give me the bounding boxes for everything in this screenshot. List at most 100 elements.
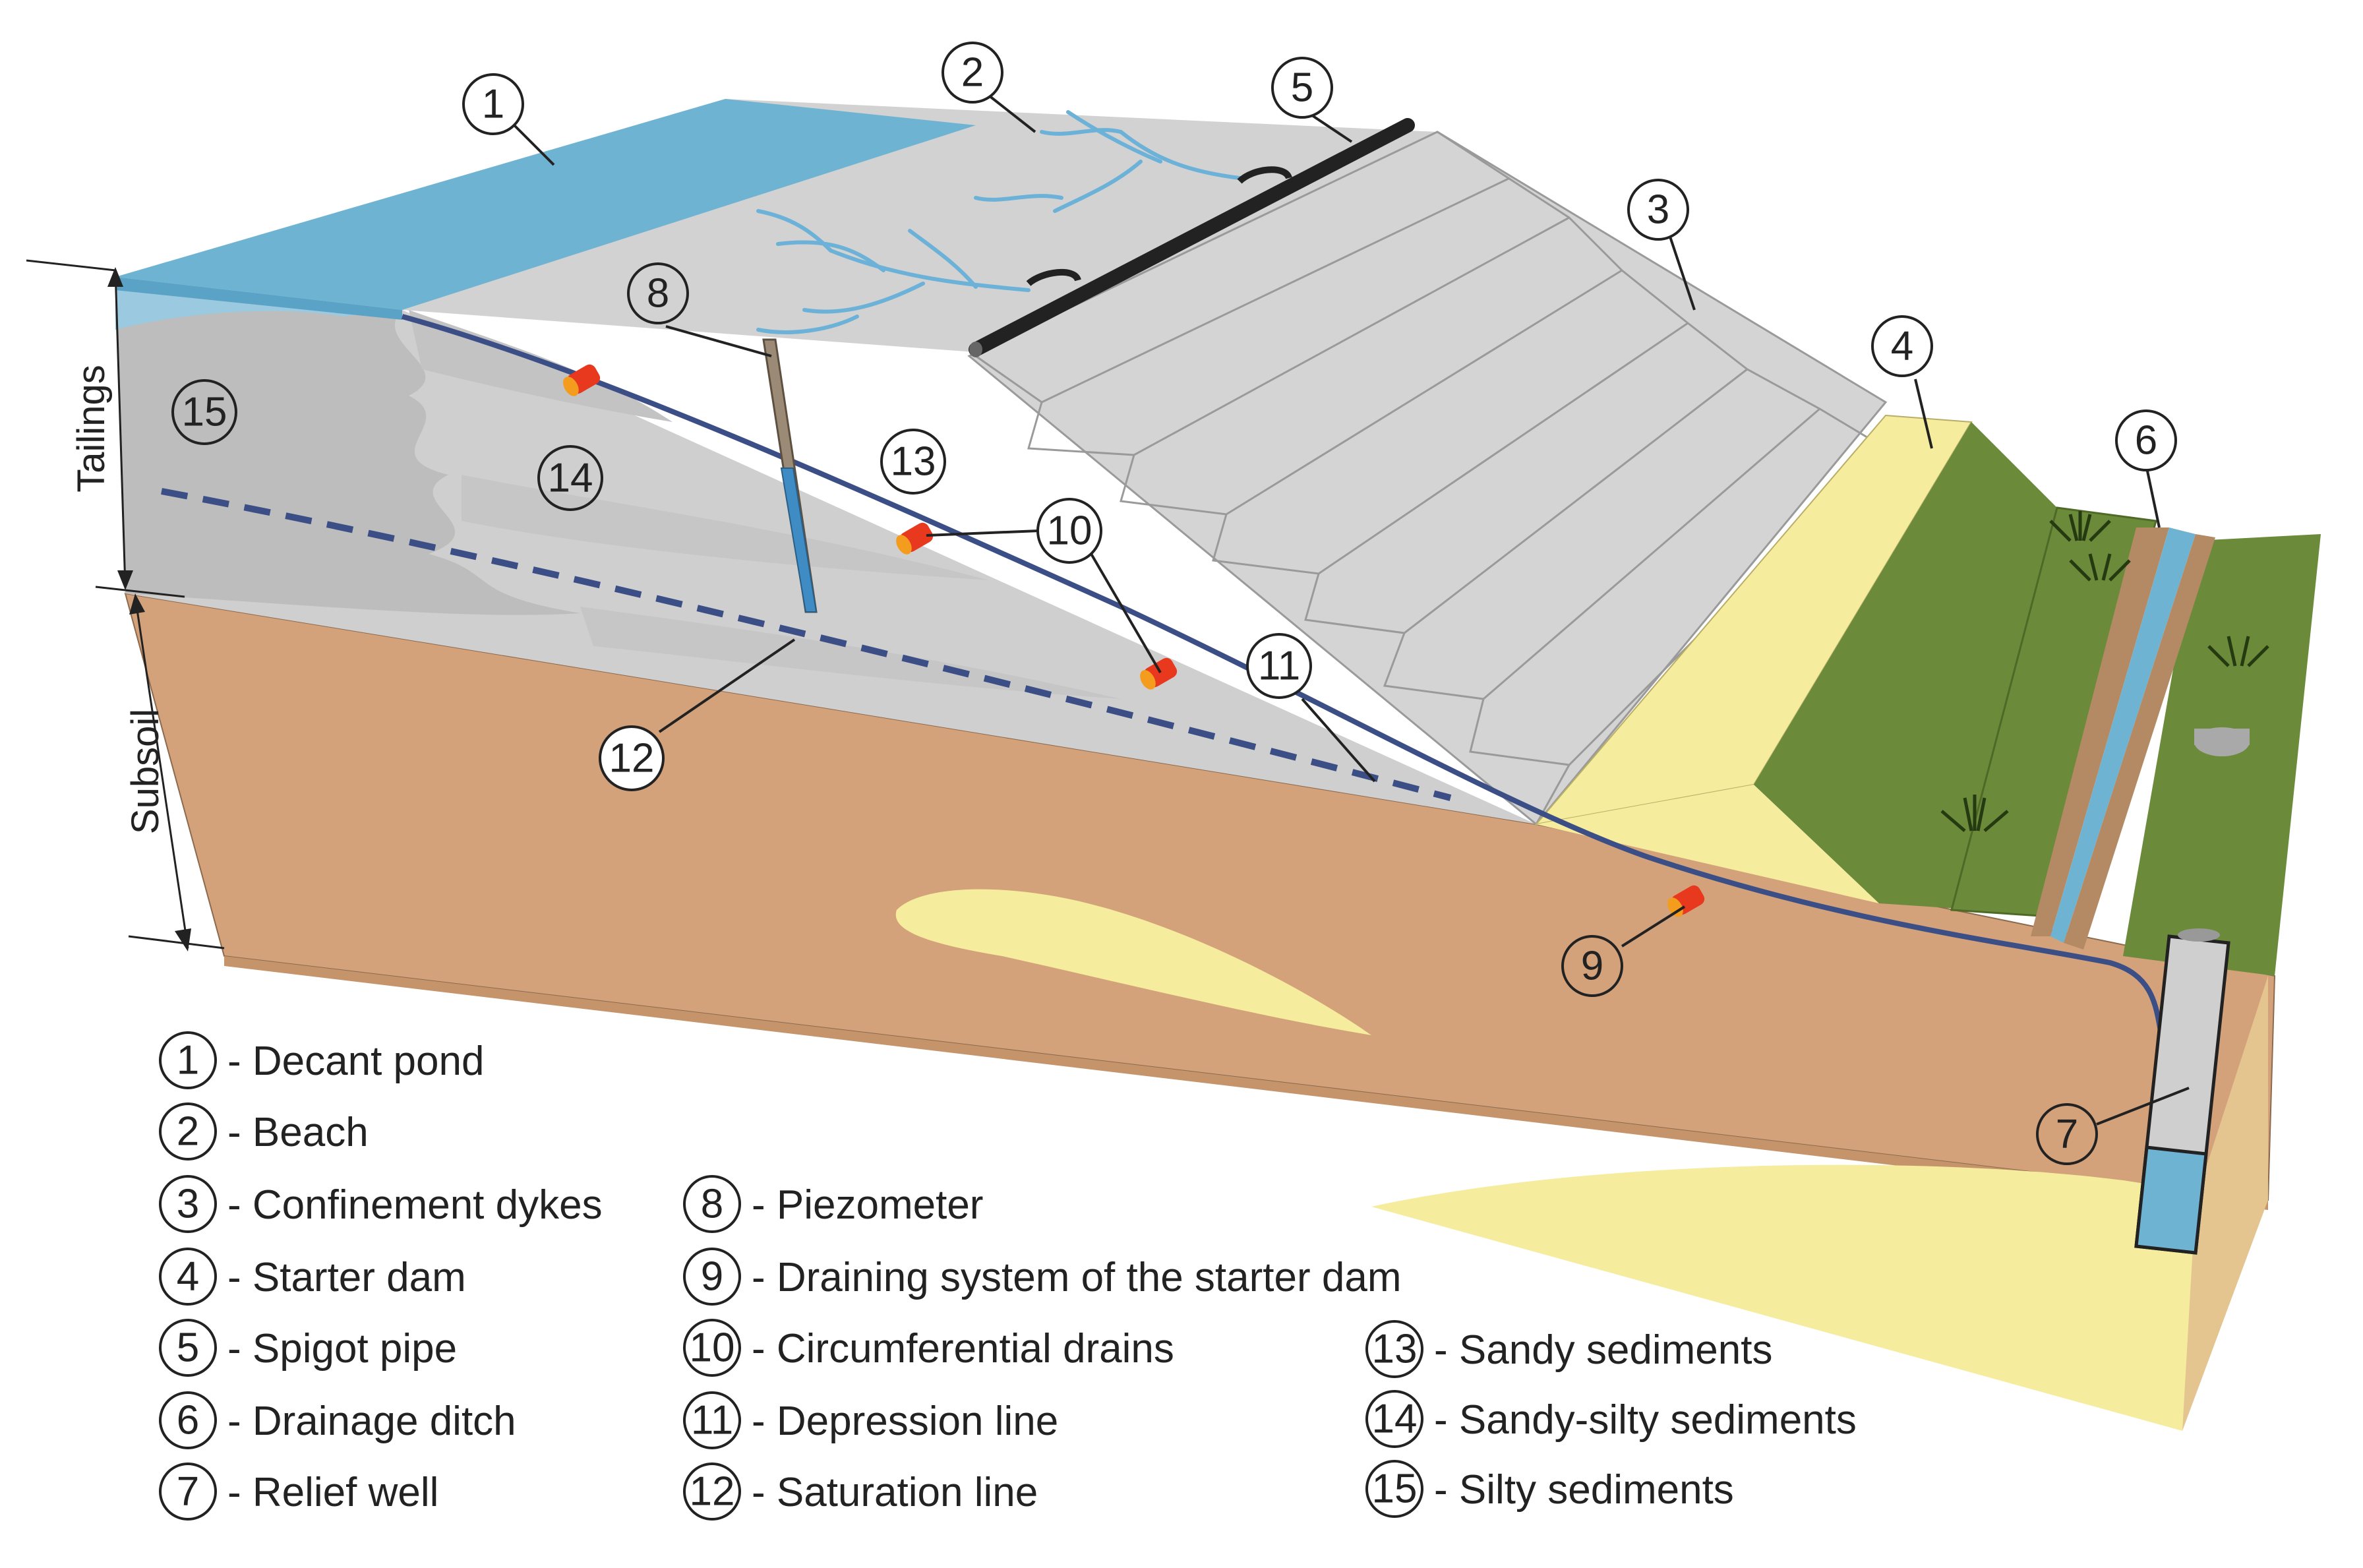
svg-text:1: 1 [177, 1038, 199, 1083]
sand-lens [895, 889, 1371, 1035]
ground-surface [1754, 422, 2321, 976]
confinement-dykes [967, 131, 1888, 826]
subsoil-label: Subsoil [124, 709, 167, 834]
svg-text:13: 13 [891, 439, 936, 485]
legend: 1 - Decant pond 2 - Beach 3 - Confinement d… [159, 1031, 1857, 1521]
layer-dimensions: Tailings Subsoil [26, 259, 225, 951]
svg-text:- Drainage ditch: - Drainage ditch [227, 1399, 516, 1444]
svg-text:8: 8 [647, 271, 669, 317]
svg-text:11: 11 [691, 1398, 733, 1443]
svg-text:7: 7 [2056, 1112, 2078, 1157]
svg-text:9: 9 [701, 1254, 723, 1300]
svg-text:13: 13 [1372, 1327, 1418, 1372]
svg-text:- Piezometer: - Piezometer [752, 1182, 983, 1228]
saturation-line [161, 488, 1452, 801]
callout-7: 7 [2036, 1103, 2098, 1165]
svg-text:4: 4 [177, 1254, 199, 1300]
svg-text:- Depression line: - Depression line [752, 1399, 1058, 1444]
svg-text:- Starter dam: - Starter dam [227, 1255, 466, 1300]
svg-text:14: 14 [548, 456, 593, 501]
svg-text:- Saturation line: - Saturation line [752, 1470, 1038, 1515]
svg-text:10: 10 [690, 1325, 735, 1371]
legend-item-8: 8 - Piezometer [683, 1175, 983, 1233]
circumferential-drains [563, 364, 1705, 917]
svg-text:11: 11 [1258, 644, 1300, 689]
legend-item-5: 5 - Spigot pipe [159, 1319, 457, 1377]
callout-12: 12 [599, 725, 665, 791]
svg-text:- Beach: - Beach [227, 1110, 369, 1155]
svg-text:- Confinement dykes: - Confinement dykes [227, 1182, 603, 1228]
legend-item-2: 2 - Beach [159, 1102, 369, 1161]
svg-text:15: 15 [182, 390, 227, 435]
callout-6: 6 [2115, 409, 2177, 471]
svg-text:7: 7 [177, 1469, 199, 1515]
drainage-ditch [2050, 528, 2196, 943]
callout-11: 11 [1246, 633, 1312, 699]
svg-text:- Decant pond: - Decant pond [227, 1039, 484, 1084]
svg-text:12: 12 [609, 736, 655, 781]
svg-text:12: 12 [690, 1469, 735, 1515]
legend-item-12: 12 - Saturation line [683, 1462, 1038, 1521]
legend-item-15: 15 - Silty sediments [1365, 1460, 1734, 1518]
tailings-label: Tailings [70, 365, 113, 492]
callout-4: 4 [1871, 315, 1933, 377]
callouts: 1 2 5 3 4 6 7 8 9 10 11 12 13 14 15 [171, 42, 2177, 1165]
subsoil-layer [124, 592, 2276, 1431]
callout-9: 9 [1561, 935, 1623, 997]
svg-text:5: 5 [1291, 65, 1313, 111]
decant-pond [115, 99, 976, 310]
svg-text:1: 1 [482, 82, 504, 127]
callout-5: 5 [1271, 57, 1333, 119]
svg-text:- Relief well: - Relief well [227, 1470, 438, 1515]
sand-bottom [1371, 1164, 2209, 1431]
svg-text:8: 8 [701, 1182, 723, 1227]
legend-item-14: 14 - Sandy-silty sediments [1365, 1390, 1857, 1448]
svg-text:- Silty sediments: - Silty sediments [1434, 1467, 1734, 1513]
callout-13: 13 [880, 429, 946, 495]
relief-well [2134, 928, 2230, 1255]
depression-line [401, 314, 2165, 1042]
svg-text:10: 10 [1047, 508, 1092, 554]
svg-text:15: 15 [1372, 1466, 1418, 1512]
svg-text:- Sandy sediments: - Sandy sediments [1434, 1327, 1772, 1373]
svg-text:4: 4 [1891, 324, 1913, 369]
starter-dam-drain [1667, 885, 1705, 917]
subsoil-right-face [2182, 976, 2268, 1431]
spigot-pipe [969, 118, 1415, 357]
piezometer [762, 338, 818, 613]
svg-text:5: 5 [177, 1325, 199, 1371]
svg-text:- Sandy-silty sediments: - Sandy-silty sediments [1434, 1397, 1857, 1443]
callout-2: 2 [942, 42, 1003, 104]
svg-text:6: 6 [177, 1398, 199, 1443]
svg-text:14: 14 [1372, 1397, 1418, 1442]
vegetation-tufts [1940, 511, 2269, 832]
legend-item-11: 11 - Depression line [683, 1391, 1058, 1449]
callout-8: 8 [627, 262, 689, 324]
silty-sediments [115, 277, 580, 615]
legend-item-7: 7 - Relief well [159, 1462, 438, 1521]
beach-channels [756, 110, 1241, 334]
svg-text:3: 3 [1647, 187, 1669, 233]
leader-lines [513, 94, 2190, 1126]
legend-item-9: 9 - Draining system of the starter dam [683, 1248, 1401, 1306]
legend-item-10: 10 - Circumferential drains [683, 1319, 1174, 1377]
top-surface [115, 99, 1437, 356]
svg-text:- Draining system of the start: - Draining system of the starter dam [752, 1255, 1401, 1300]
callout-15: 15 [171, 379, 237, 445]
svg-text:- Circumferential drains: - Circumferential drains [752, 1326, 1174, 1372]
svg-text:- Spigot pipe: - Spigot pipe [227, 1326, 457, 1372]
svg-text:3: 3 [177, 1182, 199, 1227]
callout-3: 3 [1627, 179, 1689, 241]
legend-item-4: 4 - Starter dam [159, 1248, 466, 1306]
callout-10: 10 [1036, 498, 1102, 564]
legend-item-6: 6 - Drainage ditch [159, 1391, 516, 1449]
svg-text:9: 9 [1581, 944, 1603, 989]
svg-text:6: 6 [2135, 418, 2157, 464]
svg-text:2: 2 [177, 1109, 199, 1155]
legend-item-13: 13 - Sandy sediments [1365, 1320, 1772, 1378]
callout-1: 1 [462, 73, 524, 135]
callout-14: 14 [537, 445, 603, 511]
svg-text:2: 2 [961, 50, 984, 96]
